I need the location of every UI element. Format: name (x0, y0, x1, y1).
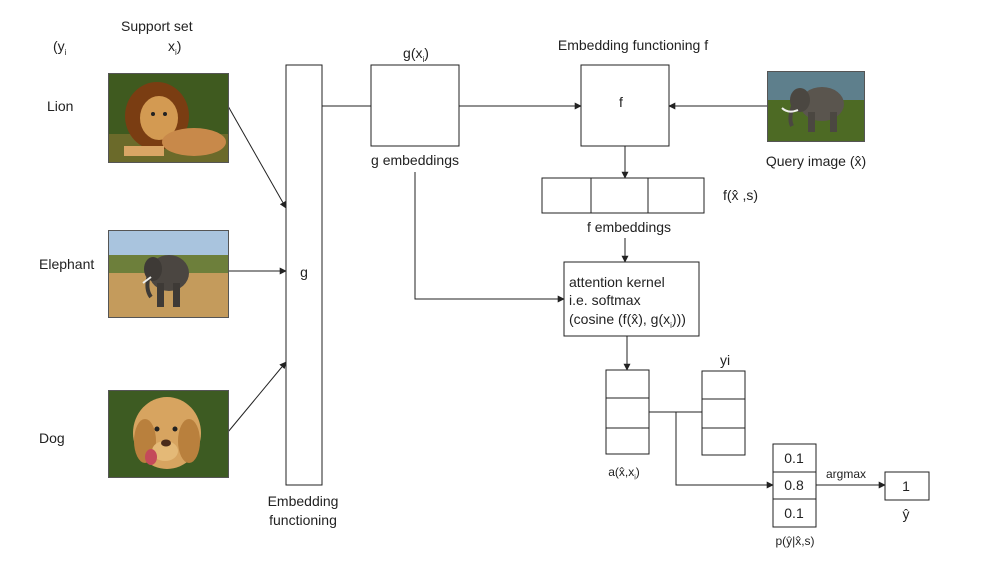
g-output-label-close: ) (424, 45, 429, 61)
attention-kernel-line3: (cosine (f(x̂), g(xi))) (569, 311, 686, 334)
prob-value-1: 0.8 (784, 477, 804, 493)
y-header-sub: i (64, 47, 67, 57)
attention-weights-label-text: a(x̂,x (608, 465, 635, 479)
f-network-box (580, 64, 670, 147)
f-network-title: Embedding functioning f (557, 37, 709, 53)
class-label-dog: Dog (39, 430, 65, 446)
attention-kernel-line3-close: ))) (671, 311, 686, 327)
g-output-label-sub: i (422, 54, 425, 64)
attention-kernel-line3-text: (cosine (f(x̂), g(x (569, 311, 671, 327)
attention-weights-label-sub: i (634, 474, 636, 482)
f-embeddings-label: f embeddings (586, 219, 672, 235)
yi-column (701, 370, 746, 456)
f-embeddings-bar (541, 177, 705, 214)
attention-kernel-line2: i.e. softmax (569, 292, 641, 308)
g-output-label-text: g(x (403, 45, 423, 61)
y-header: (yi (53, 38, 66, 61)
prob-value-2: 0.1 (784, 505, 804, 521)
attention-kernel-box (563, 261, 700, 337)
attention-weights-label: a(x̂,xi) (608, 464, 640, 486)
arrow-gembed-to-attention (414, 172, 565, 303)
attention-weights-label-close: ) (635, 465, 640, 479)
g-output-box (370, 64, 460, 147)
yi-label: yi (719, 352, 731, 368)
arrow-lion-to-g (227, 105, 287, 209)
g-network-label: g (300, 264, 308, 280)
y-header-text: (y (53, 38, 65, 54)
embedding-functioning-caption: Embedding functioning (267, 493, 339, 528)
attention-kernel-line1: attention kernel (569, 274, 665, 290)
attention-kernel-line3-sub: i (670, 320, 672, 330)
x-header-close: ) (176, 38, 182, 54)
query-image-label: Query image (x̂) (765, 153, 867, 169)
x-header-sub: i (175, 47, 177, 57)
support-set-title: Support set (121, 18, 193, 34)
arrow-dog-to-g (227, 361, 287, 433)
arrow-to-prob (675, 412, 774, 489)
f-output-label: f(x̂ ,s) (723, 187, 758, 203)
argmax-label: argmax (825, 467, 867, 481)
class-label-lion: Lion (47, 98, 74, 114)
a-weights-column (605, 369, 650, 455)
prob-value-0: 0.1 (784, 450, 804, 466)
result-label: ŷ (902, 506, 910, 522)
g-network-box (285, 64, 323, 486)
lion-photo (108, 73, 229, 163)
g-output-label: g(xi) (403, 45, 429, 68)
result-box (884, 471, 930, 501)
x-header-text: x (168, 38, 175, 54)
g-embeddings-label: g embeddings (371, 152, 459, 168)
x-header: xi) (168, 38, 181, 61)
dog-photo (108, 390, 229, 478)
f-network-label: f (619, 94, 623, 110)
elephant-query-photo (767, 71, 865, 142)
elephant-photo (108, 230, 229, 318)
result-value: 1 (902, 478, 910, 494)
prob-column (772, 443, 817, 528)
class-label-elephant: Elephant (39, 256, 95, 272)
prob-label: p(ŷ|x̂,s) (775, 534, 815, 548)
